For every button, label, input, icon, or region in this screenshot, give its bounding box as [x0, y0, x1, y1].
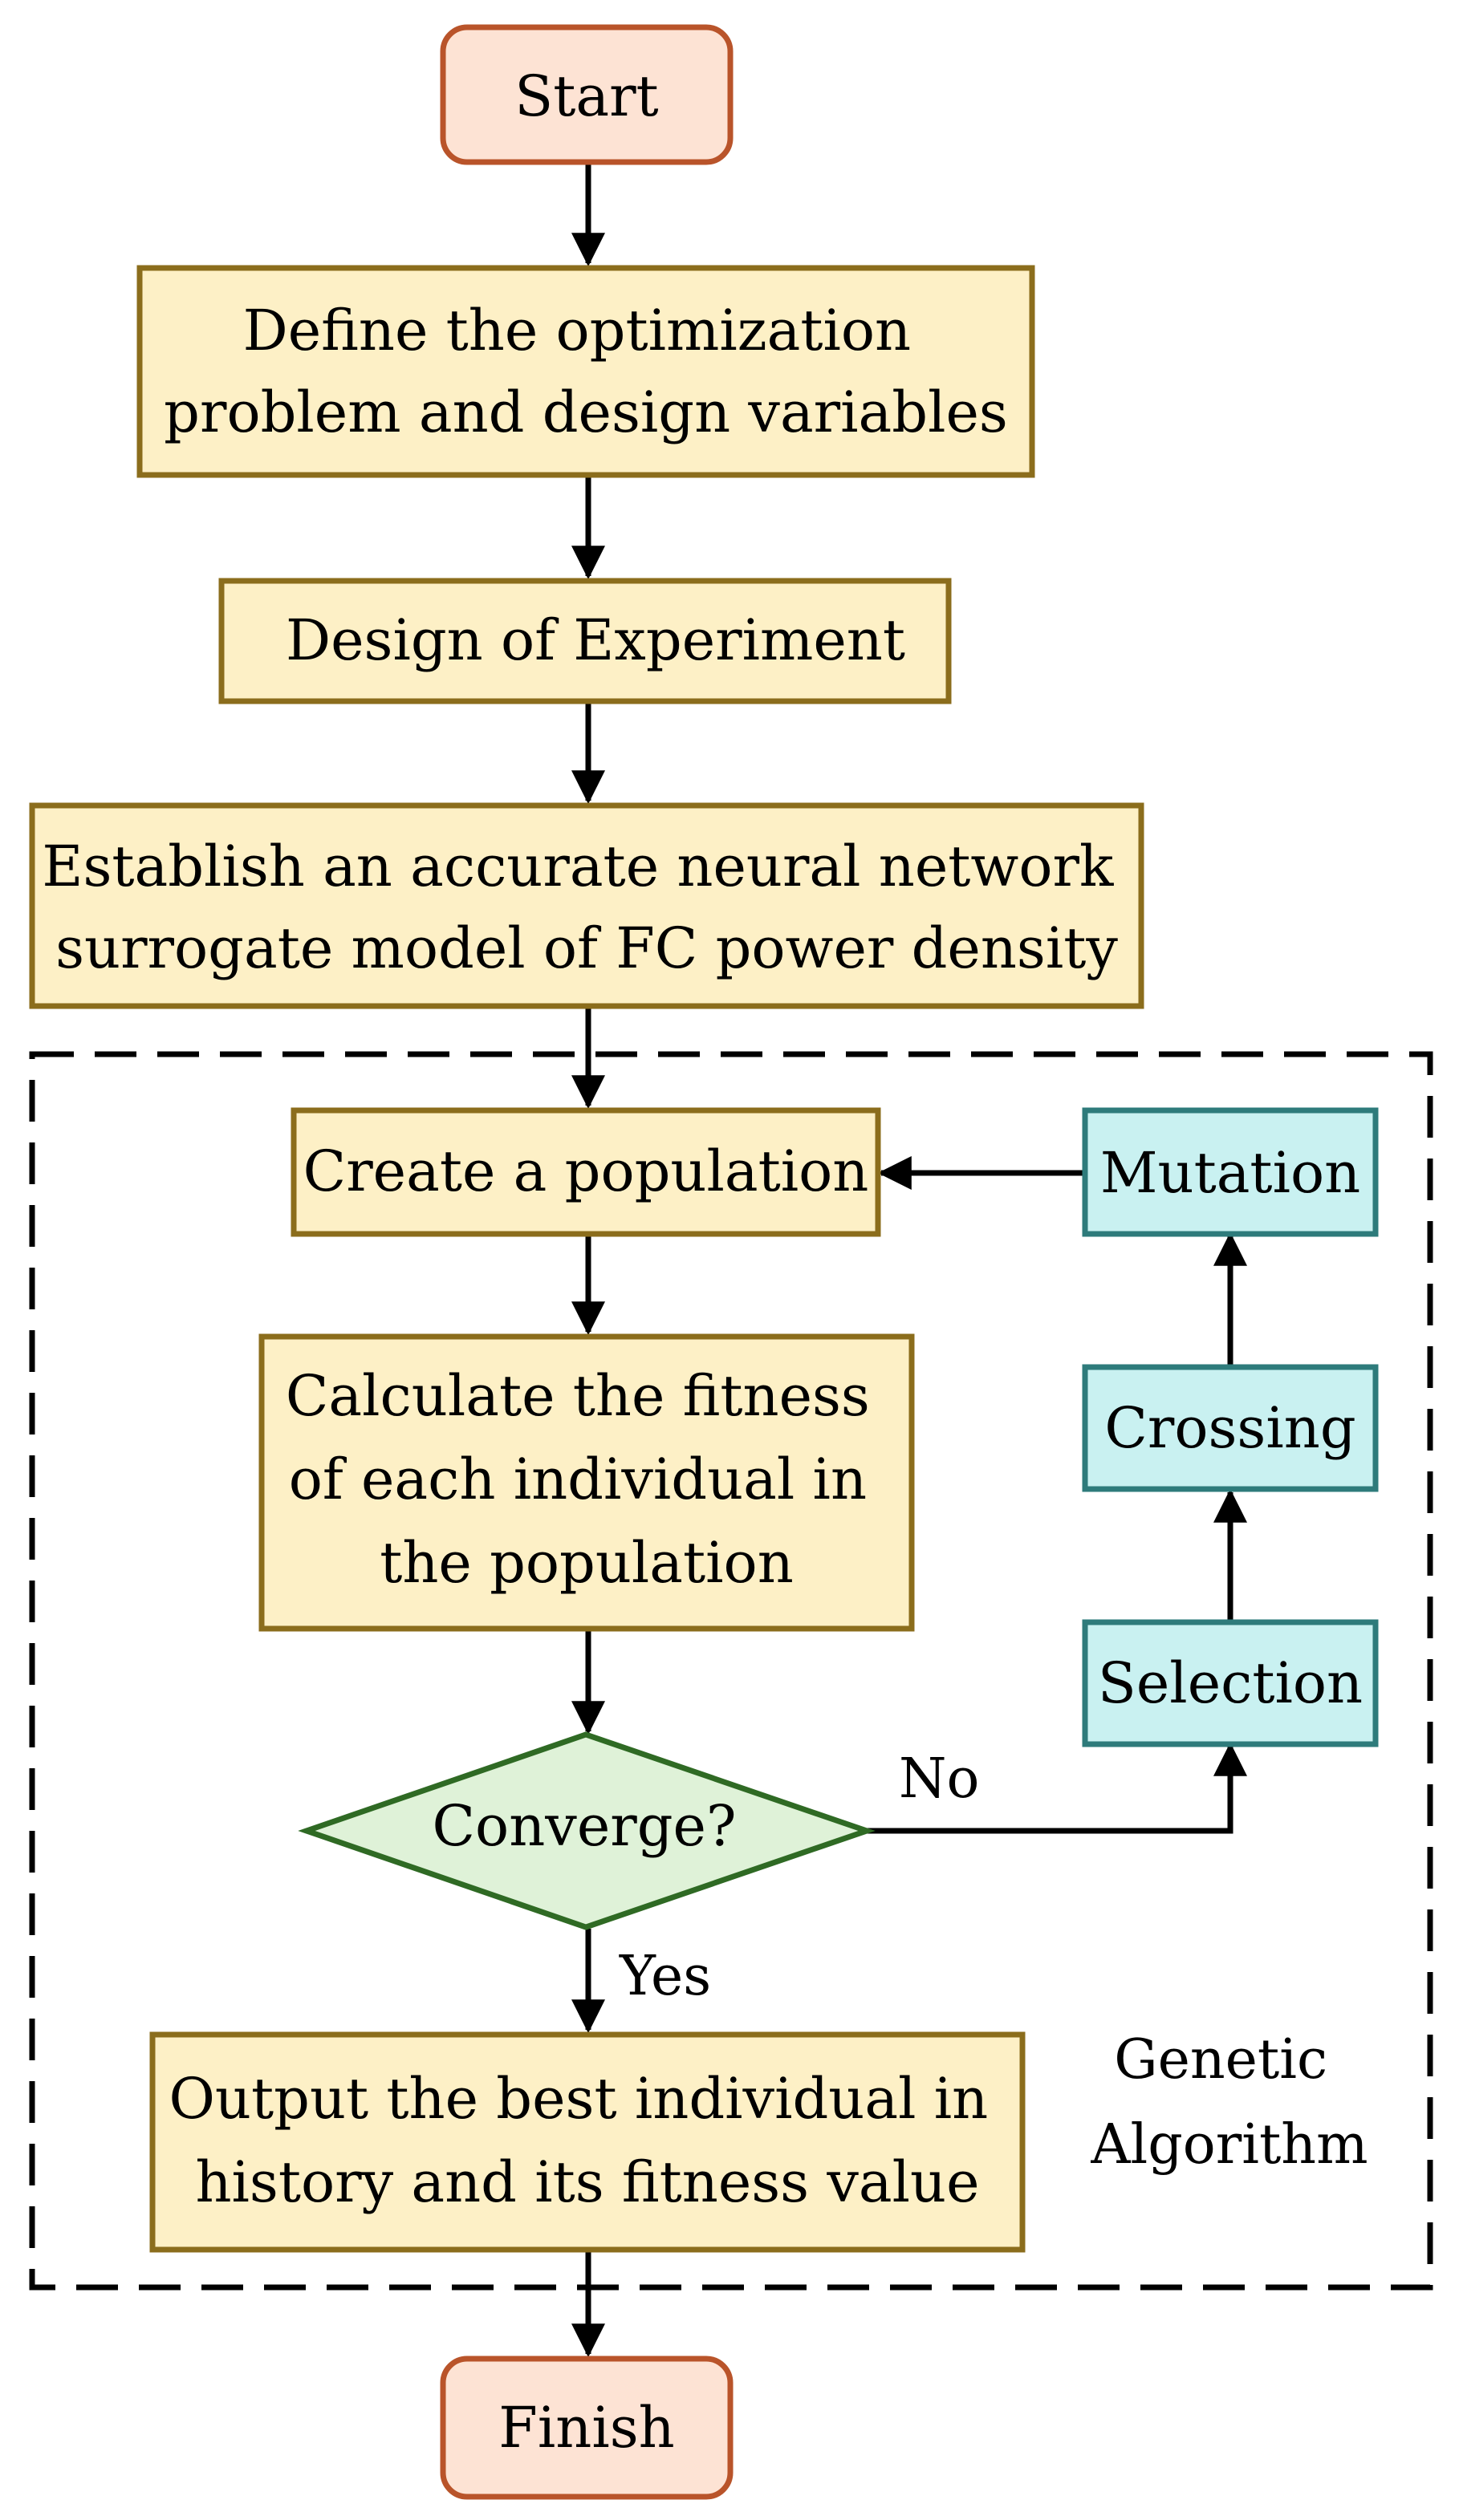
- node-output-line-2: history and its fitness value: [195, 2149, 979, 2215]
- group-label-line-1: Genetic: [1114, 2028, 1327, 2092]
- node-finish-line: Finish: [498, 2395, 674, 2461]
- node-calculate: Calculate the fitness of each individual…: [258, 1333, 915, 1632]
- node-define-line-2: problem and design variables: [164, 379, 1008, 445]
- node-start-text: Start: [514, 63, 658, 129]
- node-converge: Converge?: [298, 1731, 876, 1930]
- node-selection-shape: [1082, 1619, 1379, 1747]
- node-converge-line: Converge?: [433, 1793, 737, 1859]
- genetic-algorithm-group: [29, 1051, 1433, 2291]
- node-mutation: Mutation: [1082, 1107, 1379, 1237]
- node-define-line-1: Define the optimization: [243, 298, 911, 363]
- node-crossing-text: Crossing: [1104, 1395, 1355, 1461]
- node-start-line: Start: [514, 63, 658, 129]
- node-finish-text: Finish: [498, 2395, 674, 2461]
- node-mutation-line: Mutation: [1100, 1140, 1360, 1206]
- node-calculate-line-3: the population: [380, 1530, 794, 1596]
- node-output: Output the best individual in history an…: [149, 2031, 1026, 2253]
- node-converge-shape: [298, 1731, 876, 1930]
- node-calculate-text: Calculate the fitness of each individual…: [286, 1363, 888, 1596]
- node-crossing-line: Crossing: [1104, 1395, 1355, 1461]
- node-mutation-shape: [1082, 1107, 1379, 1237]
- node-doe: Design of Experiment: [218, 578, 952, 704]
- node-establish-line-2: surrogate model of FC power density: [55, 915, 1118, 981]
- edge-converge-selection: [867, 1742, 1247, 1834]
- node-doe-shape: [218, 578, 952, 704]
- node-define: Define the optimization problem and desi…: [136, 265, 1035, 478]
- node-create-shape: [291, 1107, 881, 1237]
- node-calculate-shape: [258, 1333, 915, 1632]
- node-crossing: Crossing: [1082, 1364, 1379, 1492]
- node-selection: Selection: [1082, 1619, 1379, 1747]
- node-converge-text: Converge?: [433, 1793, 737, 1859]
- node-create-text: Create a population: [303, 1138, 869, 1204]
- group-label-line-2: Algorithm: [1090, 2113, 1368, 2177]
- node-finish-shape: [440, 2356, 734, 2500]
- node-establish: Establish an accurate neural network sur…: [29, 802, 1144, 1009]
- node-mutation-text: Mutation: [1100, 1140, 1360, 1206]
- node-calculate-line-2: of each individual in: [289, 1447, 867, 1512]
- edge-label-no: No: [899, 1747, 979, 1811]
- node-crossing-shape: [1082, 1364, 1379, 1492]
- node-start-shape: [440, 24, 734, 165]
- group-label: Genetic Algorithm: [1090, 2028, 1368, 2177]
- node-output-text: Output the best individual in history an…: [169, 2066, 1006, 2215]
- node-calculate-line-1: Calculate the fitness: [286, 1363, 870, 1429]
- edge-label-yes: Yes: [619, 1945, 711, 2008]
- node-finish: Finish: [440, 2356, 734, 2500]
- node-selection-line: Selection: [1098, 1650, 1363, 1716]
- node-doe-text: Design of Experiment: [286, 607, 905, 673]
- node-establish-shape: [29, 802, 1144, 1009]
- node-create-line: Create a population: [303, 1138, 869, 1204]
- node-define-shape: [136, 265, 1035, 478]
- node-doe-line: Design of Experiment: [286, 607, 905, 673]
- node-start: Start: [440, 24, 734, 165]
- node-output-line-1: Output the best individual in: [169, 2066, 989, 2132]
- edges: [571, 164, 1247, 2358]
- node-establish-line-1: Establish an accurate neural network: [42, 834, 1114, 899]
- node-define-text: Define the optimization problem and desi…: [164, 298, 1008, 445]
- node-selection-text: Selection: [1098, 1650, 1363, 1716]
- node-establish-text: Establish an accurate neural network sur…: [42, 834, 1131, 981]
- node-create: Create a population: [291, 1107, 881, 1237]
- node-output-shape: [149, 2031, 1026, 2253]
